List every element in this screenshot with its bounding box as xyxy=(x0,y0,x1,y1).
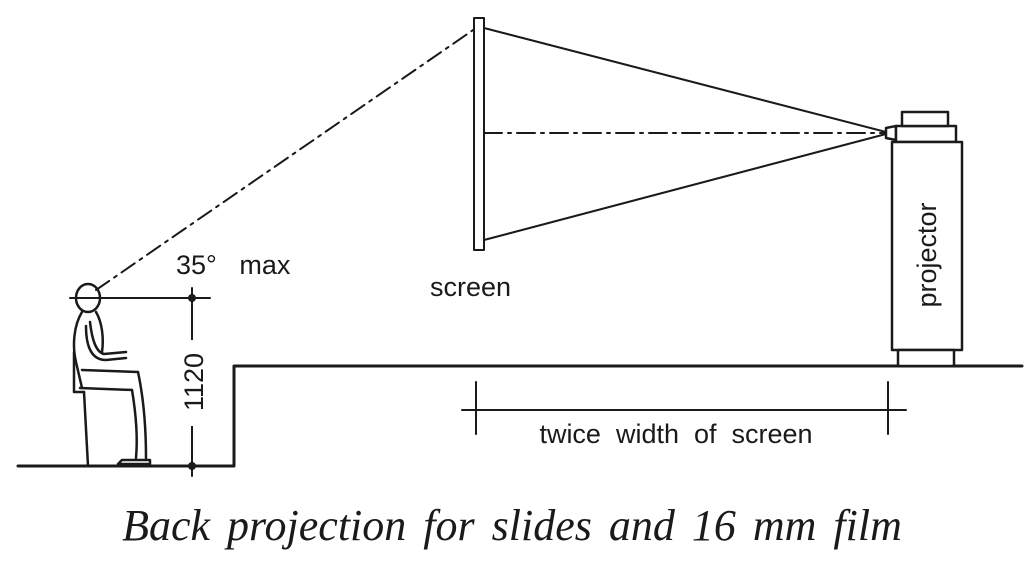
screen-panel xyxy=(473,17,485,251)
angle-label: 35° max xyxy=(176,250,291,280)
projector-label: projector xyxy=(912,202,942,307)
dimension-dot-bottom xyxy=(188,462,196,470)
floor-line xyxy=(16,364,1024,468)
dimension-dot-top xyxy=(188,294,196,302)
diagram-caption: Back projection for slides and 16 mm fil… xyxy=(122,501,902,550)
distance-label: twice width of screen xyxy=(539,419,812,449)
screen-label: screen xyxy=(430,272,511,302)
seated-viewer-figure xyxy=(72,282,152,468)
height-dimension-label: 1120 xyxy=(179,353,209,411)
projector-unit xyxy=(884,110,964,368)
distance-dimension xyxy=(461,381,907,435)
projection-beam xyxy=(483,27,887,241)
sight-line xyxy=(95,27,477,291)
